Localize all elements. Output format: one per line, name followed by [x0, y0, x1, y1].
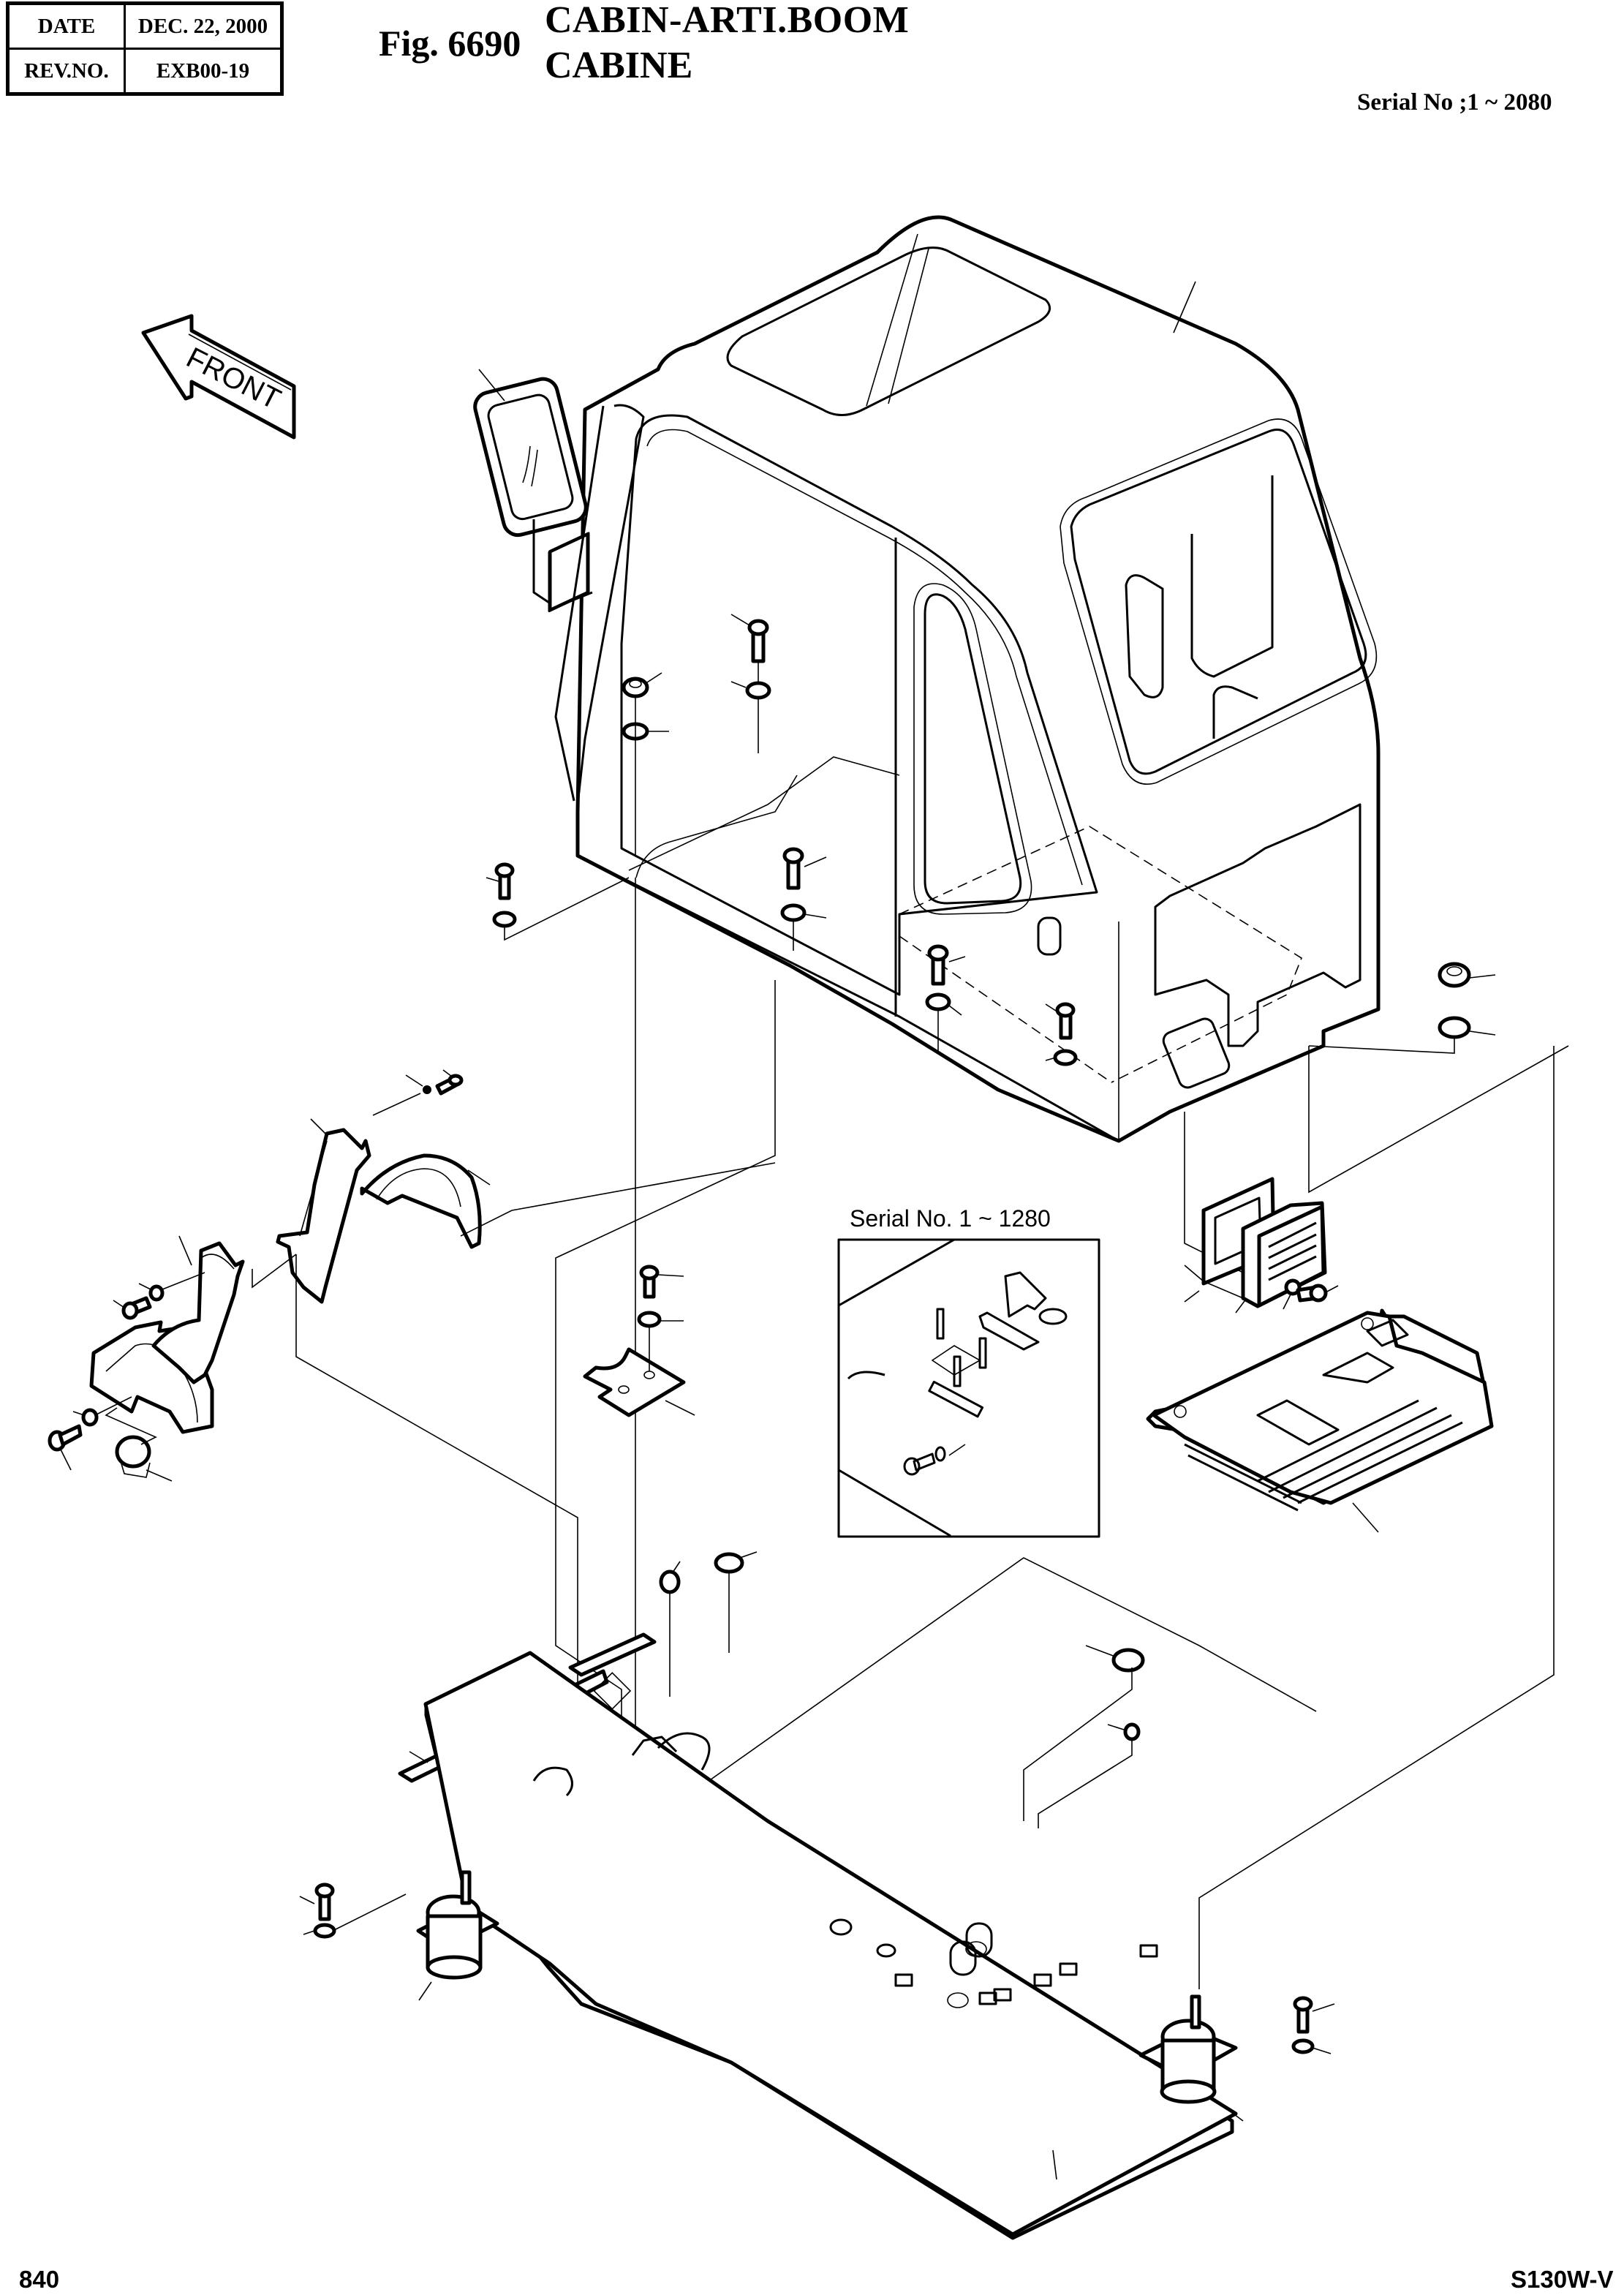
left-trim-pillar: [151, 1241, 245, 1384]
rubber-grommet: [659, 1569, 681, 1594]
bolt: [299, 1883, 335, 1921]
washer: [637, 1311, 662, 1328]
rubber-grommet: [714, 1552, 744, 1574]
page-number: 840: [19, 2266, 60, 2293]
rev-no-label: REV.NO.: [7, 48, 126, 95]
washer: [492, 911, 517, 928]
bracket-plate: [583, 1265, 695, 1417]
revision-table: DATE DEC. 22, 2000 REV.NO. EXB00-19: [6, 1, 284, 96]
nut: [148, 1284, 165, 1302]
floor-plate-clips: [894, 1944, 1158, 2005]
model-code: S130W-V: [1511, 2266, 1614, 2293]
serial-range: Serial No ;1 ~ 2080: [1357, 89, 1552, 116]
air-vent-grille: [1184, 1177, 1339, 1314]
rubber-grommets: [659, 1551, 1145, 1828]
bolt: [1293, 1996, 1335, 2034]
washer: [1291, 2038, 1315, 2054]
cab-fasteners: [486, 614, 1496, 1066]
rev-no-value: EXB00-19: [124, 48, 283, 95]
cab-mount-bolt: [730, 614, 769, 753]
nut: [1438, 962, 1496, 988]
front-direction-arrow-icon: FRONT: [141, 314, 296, 440]
left-trim-group: [48, 1069, 776, 1482]
washer: [1053, 1049, 1078, 1066]
date-value: DEC. 22, 2000: [124, 2, 283, 50]
inset-variant-box: [837, 1238, 1100, 1538]
vibration-damper-mount-left: [299, 1870, 499, 2001]
side-mirror: [473, 369, 645, 805]
figure-number: Fig. 6690: [379, 23, 521, 64]
screw: [435, 1069, 464, 1096]
floor-plate-bosses: [829, 1918, 993, 1976]
washer: [925, 992, 951, 1011]
washer: [1438, 1016, 1471, 1039]
figure-subtitle: CABINE: [545, 45, 693, 86]
cab-mount-bolt: [1045, 1002, 1076, 1040]
bolt: [113, 1296, 152, 1320]
floor-plate: [423, 1651, 1238, 2240]
nut: [81, 1408, 99, 1427]
washer: [745, 681, 771, 700]
rubber-grommet: [1111, 1648, 1145, 1673]
vibration-damper-mount-right: [1138, 1046, 1555, 2122]
cab-mount-bolt: [486, 862, 515, 900]
washer: [934, 1446, 946, 1462]
bolt: [48, 1424, 83, 1471]
console-cover-rear: [360, 1153, 482, 1249]
floor-mat: [1146, 1308, 1494, 1533]
date-label: DATE: [7, 2, 126, 50]
washer: [1284, 1278, 1302, 1296]
washer: [780, 903, 807, 922]
bolt: [903, 1452, 936, 1476]
inset-serial-caption: Serial No. 1 ~ 1280: [850, 1205, 1051, 1232]
revision-row-date: DATE DEC. 22, 2000: [7, 2, 283, 50]
revision-row-revno: REV.NO. EXB00-19: [7, 48, 283, 95]
bolt: [1296, 1284, 1339, 1303]
rubber-grommet: [1123, 1722, 1141, 1741]
right-trim-pillar: [276, 1128, 371, 1304]
bolt: [639, 1265, 684, 1299]
figure-title: CABIN-ARTI.BOOM: [545, 0, 910, 41]
washer: [313, 1923, 336, 1939]
cab-mount-bolt: [782, 847, 827, 890]
cab-mount-bolt: [927, 944, 966, 986]
washer: [423, 1085, 431, 1094]
cabin-shell: [575, 215, 1381, 1143]
